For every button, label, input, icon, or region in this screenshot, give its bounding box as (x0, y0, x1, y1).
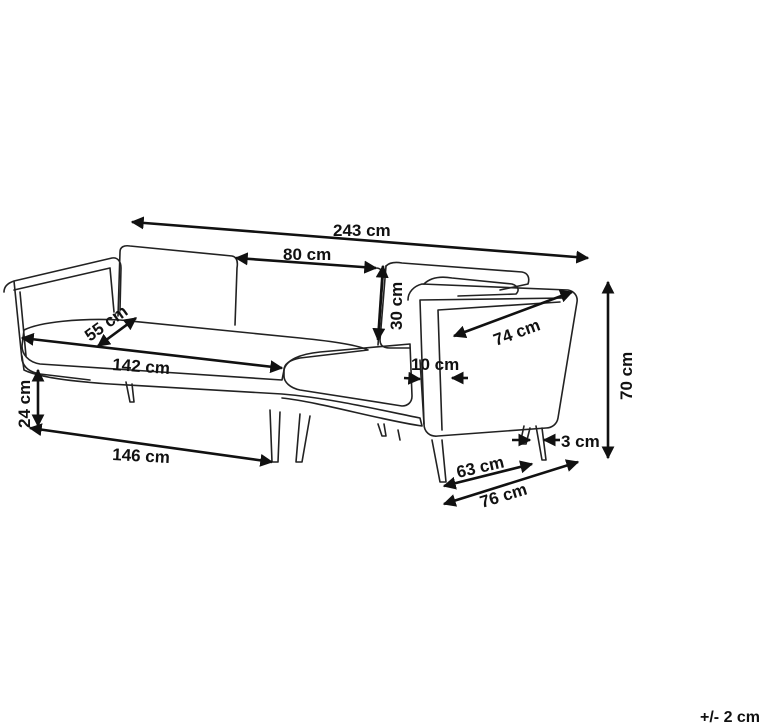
arrow-leg-spacing-front (28, 423, 274, 467)
sofa-seat-cushion-right (283, 343, 413, 407)
arrow-armrest-width-left (403, 371, 422, 385)
sofa-leg-front-left (269, 409, 281, 463)
label-tolerance: +/- 2 cm (700, 709, 760, 726)
sofa-leg-back-left (125, 381, 135, 403)
arrow-total-depth (442, 459, 580, 507)
sofa-leg-front-right (431, 439, 447, 483)
label-leg-spacing-front: 146 cm (112, 445, 171, 467)
sofa-seat-cushion-left (21, 318, 369, 381)
dimension-arrows (20, 216, 615, 507)
sofa-leg-front-middle (295, 413, 311, 463)
arrow-backrest-cushion-width (234, 252, 378, 274)
arrow-total-width (130, 216, 590, 264)
arrow-side-depth (452, 289, 574, 339)
arrow-seat-width (20, 332, 284, 374)
label-backrest-cushion-width: 80 cm (283, 245, 331, 264)
label-total-width: 243 cm (333, 221, 391, 240)
dimension-labels: 243 cm 80 cm 30 cm 55 cm 142 cm 74 cm 10… (15, 221, 760, 726)
sofa-drawing (3, 244, 578, 483)
sofa-base-front (21, 355, 423, 427)
arrow-backrest-cushion-height (372, 264, 389, 342)
label-leg-height: 24 cm (15, 380, 34, 428)
sofa-back-cushion-left (117, 244, 239, 326)
label-backrest-cushion-height: 30 cm (387, 282, 406, 330)
label-total-height: 70 cm (617, 352, 636, 400)
label-seat-width: 142 cm (112, 355, 171, 378)
label-leg-inset: 3 cm (561, 432, 600, 451)
sofa-leg-back-right (519, 425, 547, 461)
sofa-right-armrest (407, 283, 578, 437)
label-armrest-width: 10 cm (411, 355, 459, 374)
sofa-back-cushion-middle (235, 257, 384, 346)
sofa-leg-back-middle (377, 423, 401, 441)
